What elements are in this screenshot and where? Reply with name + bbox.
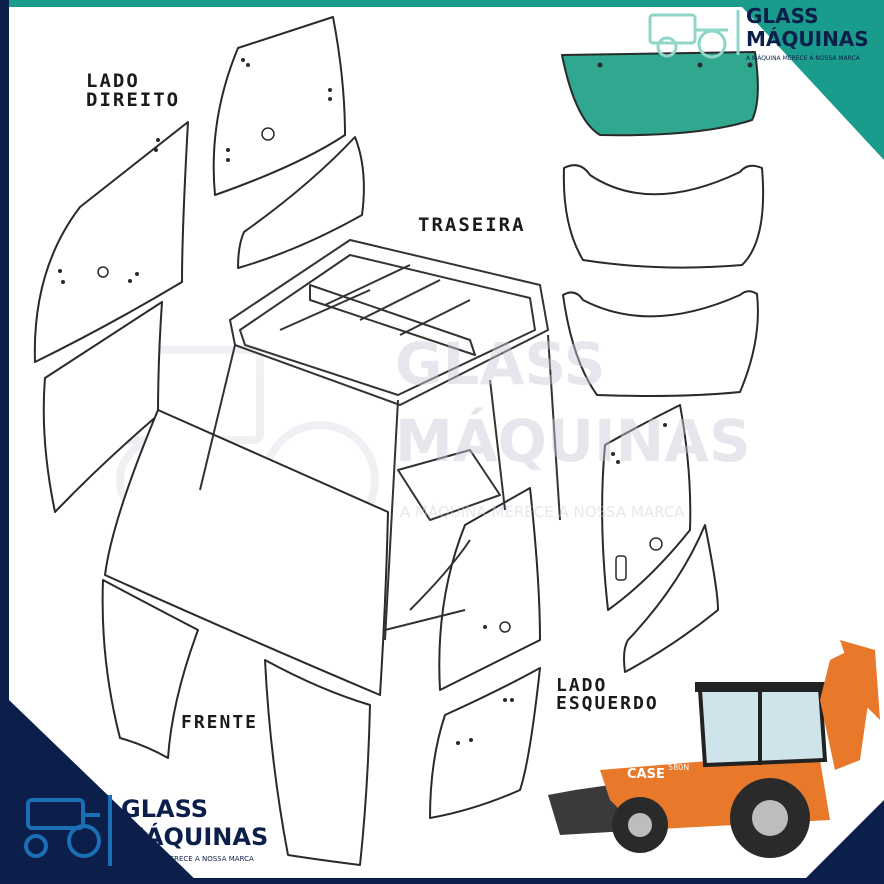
glass-panel-right-lower: [42, 301, 163, 513]
glass-panel-front-main: [104, 409, 389, 696]
bottom-border: [0, 878, 884, 884]
brand-slogan-top: A MÁQUINA MERECE A NOSSA MARCA: [746, 55, 860, 62]
label-rear: TRASEIRA: [418, 214, 526, 236]
tractor-logo-icon-top: [648, 10, 740, 59]
glass-panel-right-small: [237, 136, 365, 269]
label-front: FRENTE: [181, 712, 259, 733]
cab-frame-drawing: [199, 239, 561, 641]
mounting-holes: [97, 127, 663, 633]
glass-panel-left-lower: [429, 667, 541, 819]
glass-panel-rear-top-highlighted: [561, 51, 759, 137]
glass-panel-front-lower-right: [264, 659, 371, 866]
tractor-logo-icon-bottom: [24, 795, 112, 866]
machine-model-badge: 580N: [668, 763, 689, 772]
label-right-side: LADO DIREITO: [86, 70, 181, 111]
glass-panel-rear-lower: [562, 290, 759, 397]
bottom-left-corner-decoration: [9, 700, 200, 884]
left-border: [0, 0, 9, 884]
brand-name-bottom-line1: GLASS: [121, 795, 209, 823]
glass-panel-left-door: [438, 487, 541, 691]
backhoe-loader-image: CASE 580N: [548, 640, 880, 858]
glass-panel-right-mid: [33, 121, 189, 363]
brand-slogan-bottom: A MÁQUINA MERECE A NOSSA MARCA: [121, 855, 254, 863]
machine-make-badge: CASE: [627, 767, 665, 782]
label-left-side: LADO ESQUERDO: [556, 675, 659, 714]
brand-name-top-line1: GLASS: [746, 4, 819, 28]
mounting-dots: [58, 58, 753, 745]
bottom-right-corner-decoration: [800, 800, 884, 884]
top-border: [0, 0, 884, 7]
glass-panel-left-upper: [601, 404, 692, 611]
top-right-corner-decoration: [742, 7, 884, 160]
glass-panel-left-small: [623, 524, 719, 673]
brand-name-top-line2: MÁQUINAS: [746, 27, 869, 51]
watermark-maquinas-text: MÁQUINAS: [395, 407, 751, 475]
brand-name-bottom-line2: MÁQUINAS: [121, 823, 269, 851]
watermark-glass-text: GLASS: [395, 330, 606, 398]
watermark-slogan-text: A MÁQUINA MERECE A NOSSA MARCA: [400, 503, 685, 521]
glass-panel-right-upper: [212, 16, 346, 196]
glass-panel-front-lower-left: [101, 579, 199, 759]
glass-panel-rear-mid: [562, 164, 765, 269]
